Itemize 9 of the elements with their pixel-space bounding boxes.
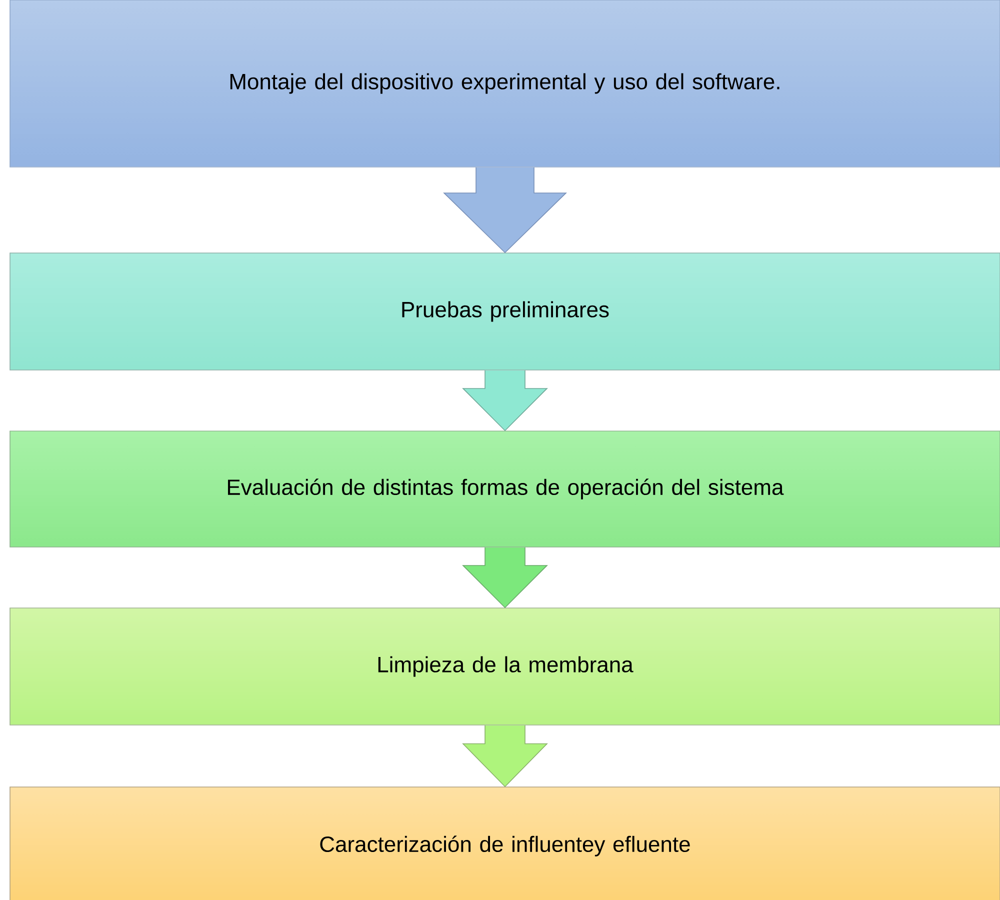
block-arrow <box>443 167 567 254</box>
block-arrow <box>462 725 548 788</box>
block-arrow <box>462 370 548 432</box>
process-box: Pruebas preliminares <box>10 252 1000 370</box>
process-box: Montaje del dispositivo experimental y uso del software. <box>10 0 1000 168</box>
process-box: Evaluación de distintas formas de operación del sistema <box>10 430 1000 548</box>
process-box: Caracterización de influentey efluente <box>10 786 1000 900</box>
process-box: Limpieza de la membrana <box>10 608 1000 726</box>
block-arrow <box>462 547 548 608</box>
